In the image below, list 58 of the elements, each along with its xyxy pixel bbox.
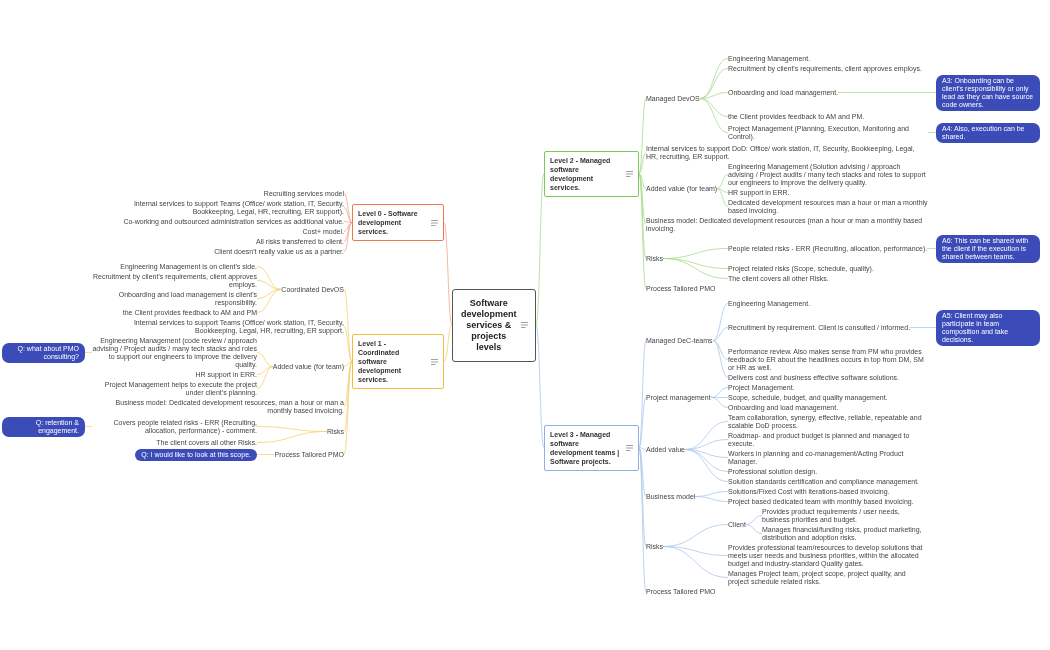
connector-line (343, 193, 353, 223)
connector-line (638, 340, 647, 448)
connector-line (638, 447, 647, 450)
connector-line (716, 188, 729, 207)
topic-box (352, 204, 444, 241)
connector-line (638, 397, 647, 448)
connector-line (638, 98, 647, 174)
connector-line (662, 258, 729, 279)
connector-line (443, 222, 453, 326)
connector-line (638, 173, 647, 259)
connector-line (710, 397, 729, 408)
connector-line (343, 361, 353, 432)
connector-line (712, 303, 729, 341)
connector-line (84, 426, 93, 427)
connector-line (535, 324, 545, 448)
connector-line (662, 546, 729, 578)
connector-line (638, 447, 647, 497)
connector-line (716, 188, 729, 193)
connector-line (638, 152, 647, 174)
connector-line (256, 352, 274, 367)
connector-line (699, 68, 729, 99)
connector-line (710, 387, 729, 398)
connector-line (745, 524, 763, 534)
connector-line (343, 361, 353, 455)
connector-line (343, 361, 353, 367)
connector-line (712, 340, 729, 378)
connector-line (712, 327, 729, 341)
topic-box (544, 424, 639, 471)
connector-line (716, 174, 729, 189)
connector-line (256, 431, 328, 443)
connector-line (535, 173, 545, 326)
connector-line (745, 515, 763, 525)
connector-line (256, 366, 274, 389)
connector-line (927, 132, 937, 133)
connector-line (256, 266, 282, 290)
connector-line (343, 222, 353, 252)
central-topic-title: Software development services & projects levels (461, 297, 517, 353)
connector-line (699, 98, 729, 133)
connector-line (926, 248, 937, 249)
connector-line (84, 352, 93, 353)
connector-line (694, 496, 729, 502)
connector-line (256, 366, 274, 375)
topic-box (544, 150, 639, 197)
connector-line (909, 327, 937, 328)
connector-line (343, 361, 353, 407)
connector-line (837, 92, 937, 93)
central-topic-box (452, 288, 536, 362)
connector-line (256, 454, 275, 455)
connector-line (256, 289, 282, 313)
connector-line (638, 173, 647, 189)
connector-line (343, 326, 353, 362)
connector-line (638, 173, 647, 289)
topic-box (352, 334, 444, 389)
connector-line (343, 221, 353, 223)
connector-line (684, 449, 729, 482)
connector-line (343, 222, 353, 242)
connector-line (343, 222, 353, 232)
connector-line (343, 207, 353, 223)
